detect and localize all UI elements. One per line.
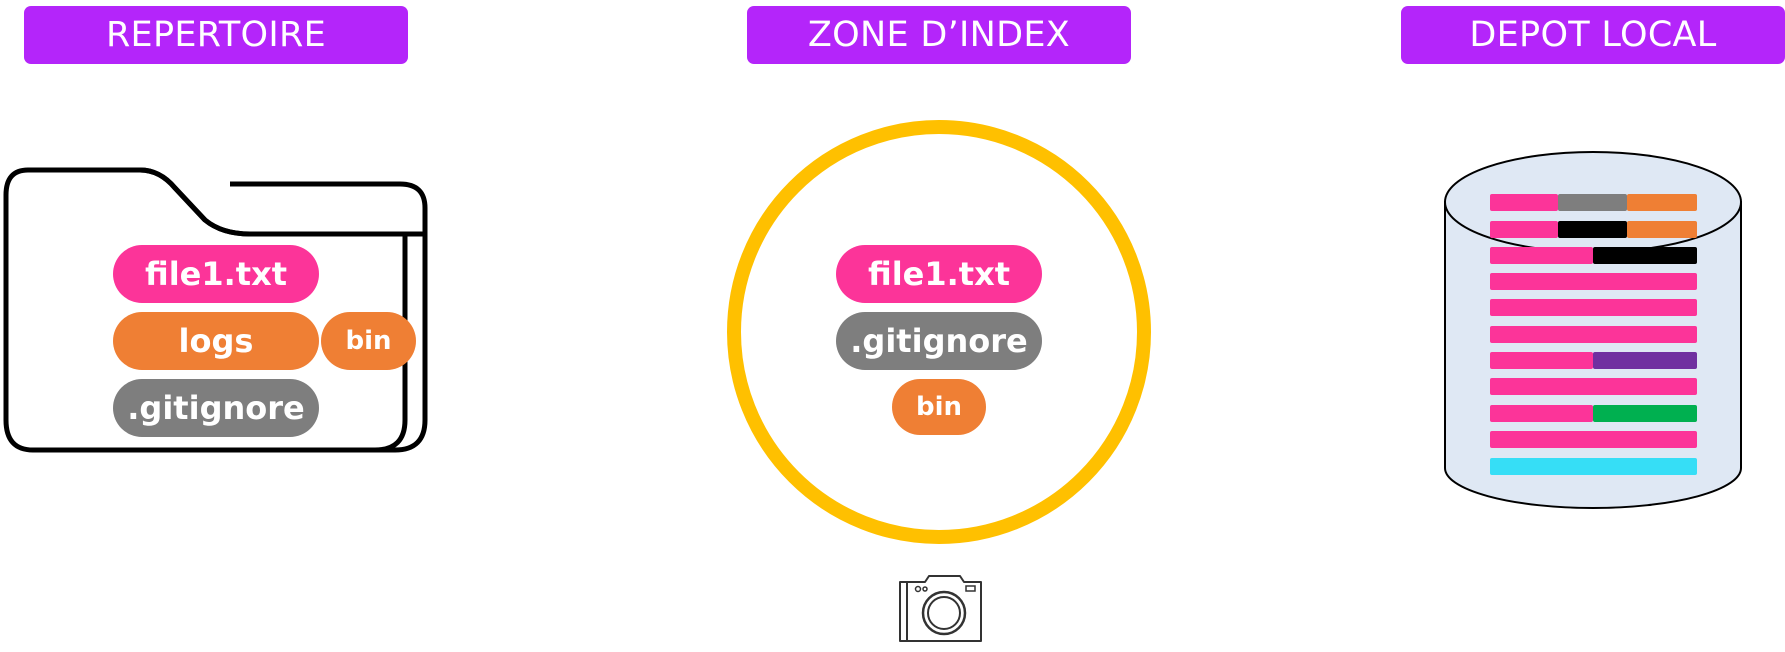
depot-local-header: DEPOT LOCAL [1401, 6, 1785, 64]
index-file1-pill: file1.txt [836, 245, 1042, 303]
index-gitignore-pill: .gitignore [836, 312, 1042, 370]
index-bin-pill: bin [892, 379, 986, 435]
repertoire-file1-pill: file1.txt [113, 245, 319, 303]
zone-index-header: ZONE D’INDEX [747, 6, 1131, 64]
repertoire-gitignore-pill: .gitignore [113, 379, 319, 437]
repertoire-logs-pill: logs [113, 312, 319, 370]
repertoire-bin-pill: bin [321, 312, 416, 370]
repertoire-header: REPERTOIRE [24, 6, 408, 64]
